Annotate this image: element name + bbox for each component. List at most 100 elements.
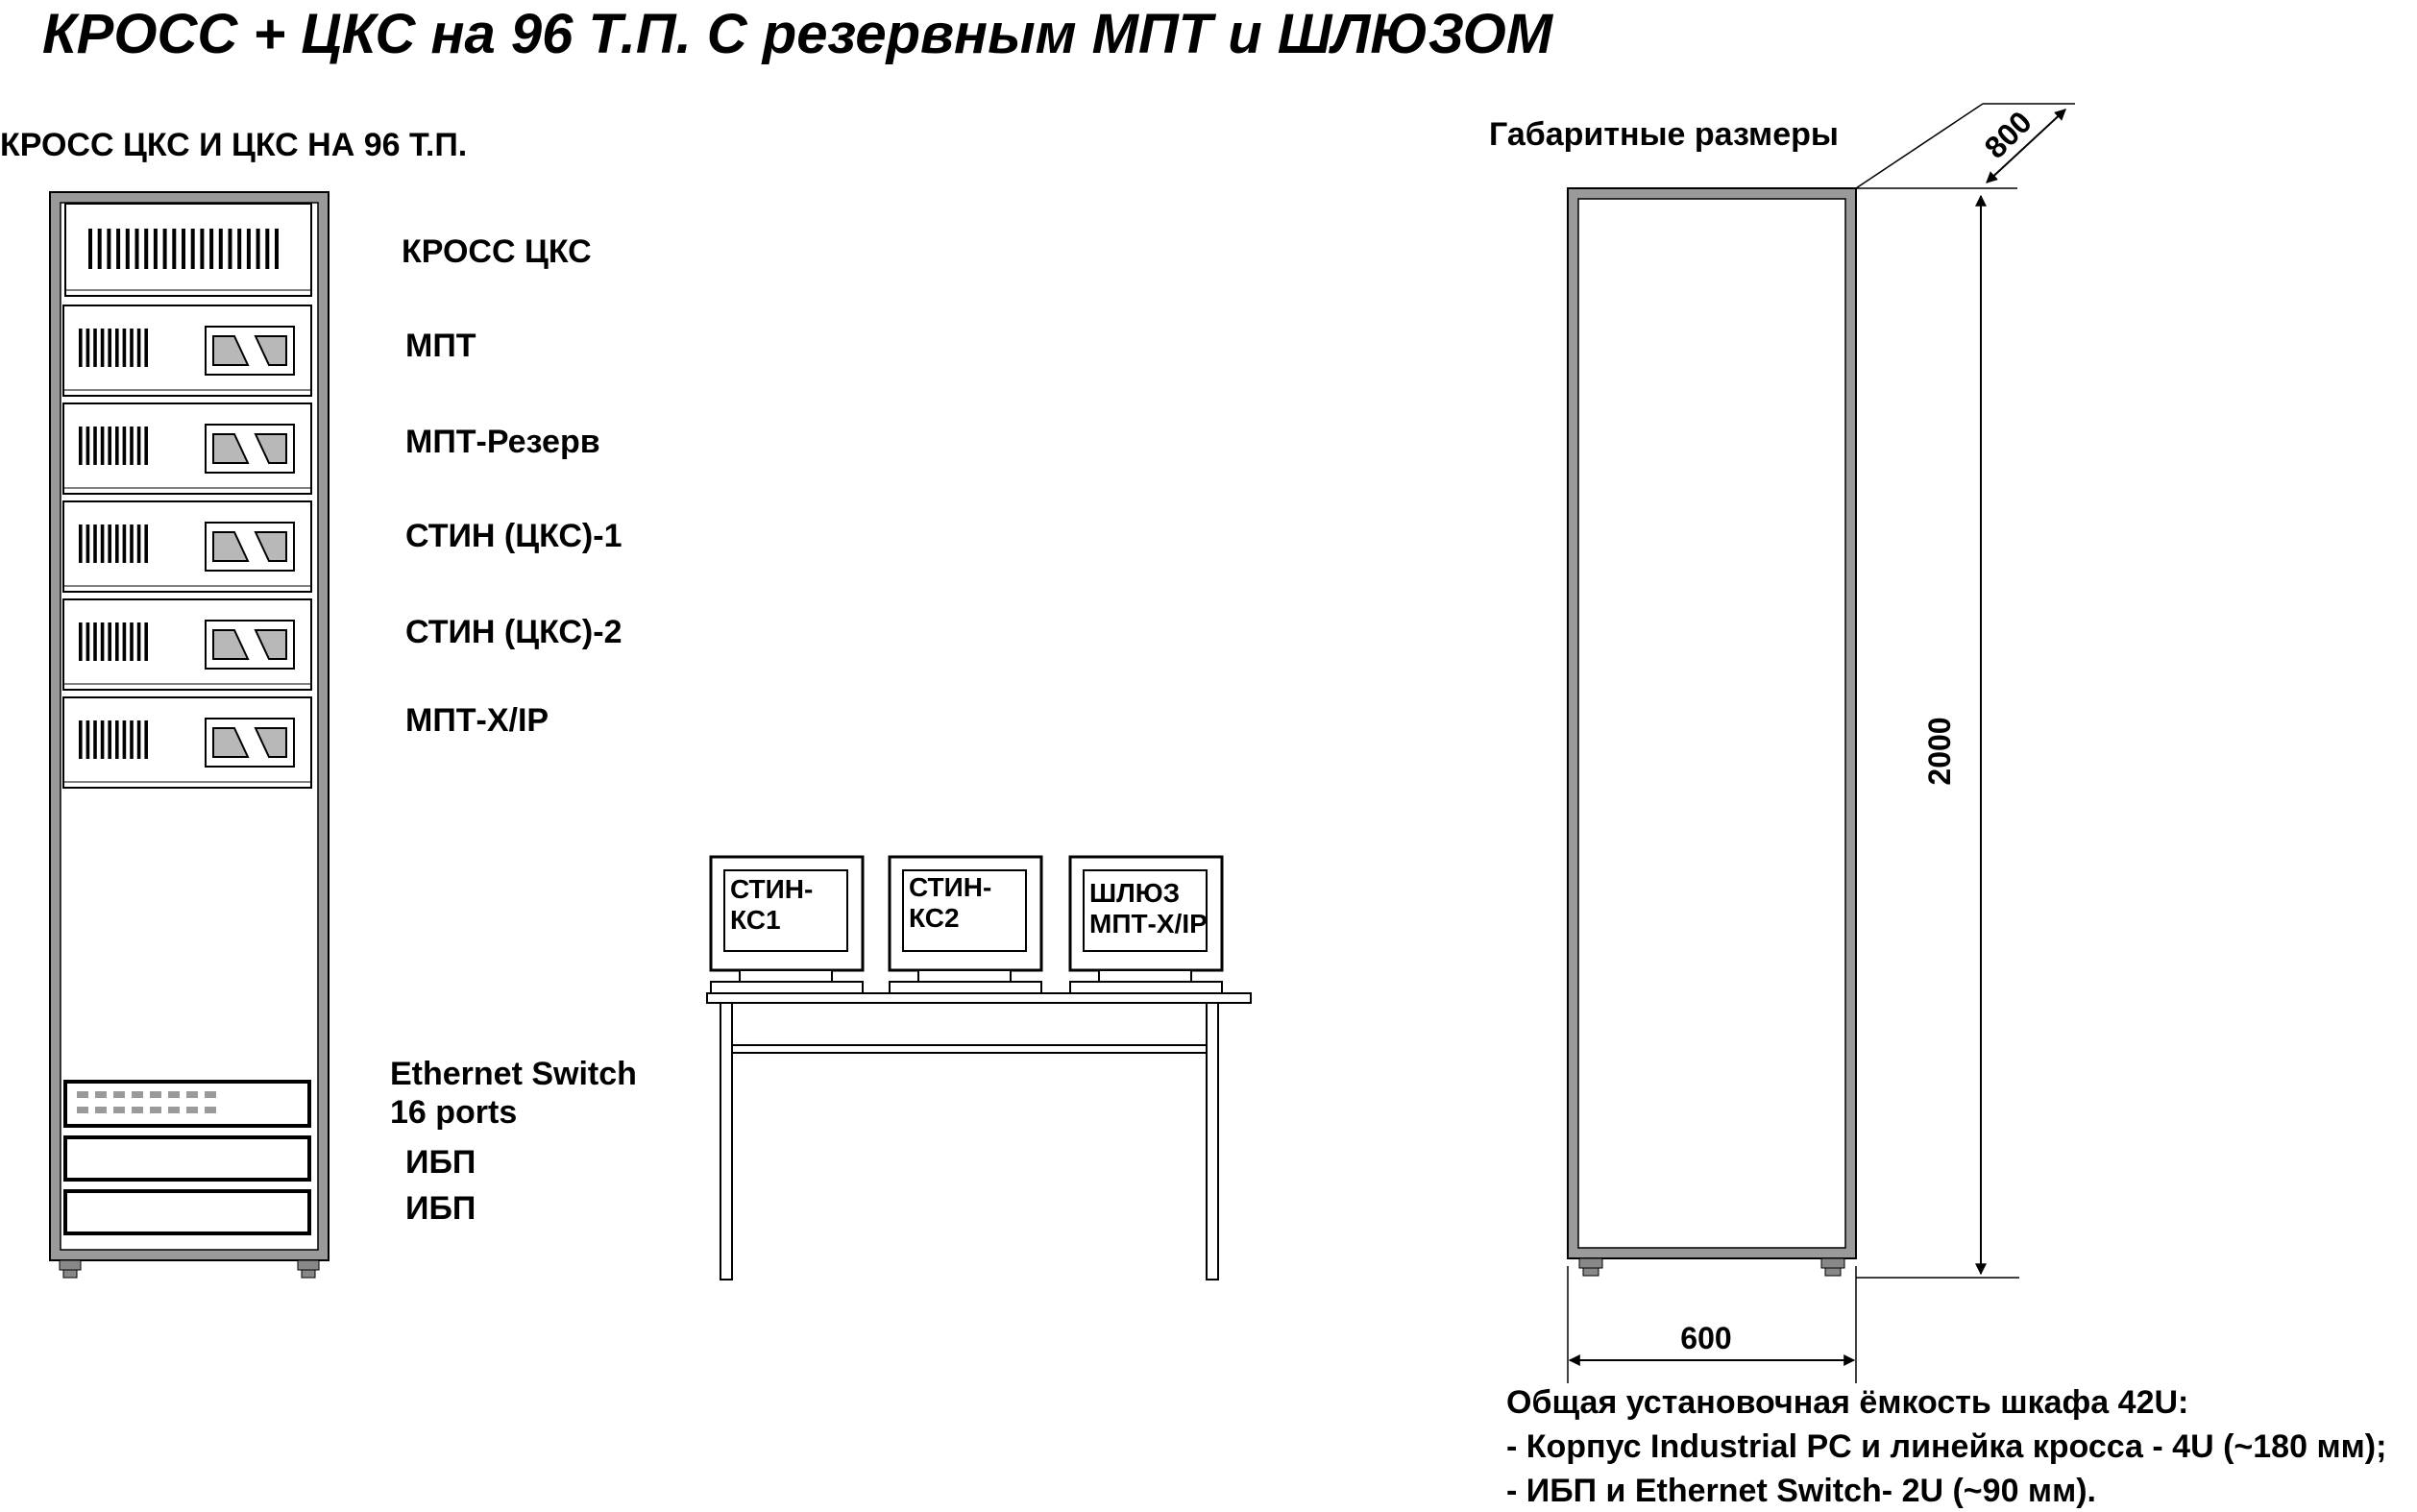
vent-slot <box>153 229 158 269</box>
height-value: 2000 <box>1922 717 1957 785</box>
monitor-3 <box>1068 855 1224 994</box>
vent-slot <box>108 720 111 759</box>
vent-slot <box>100 524 105 563</box>
unit-stin-2 <box>62 598 312 691</box>
vent-slot <box>134 229 139 269</box>
vent-slot <box>93 720 97 759</box>
vent-slot <box>200 229 205 269</box>
vent-slot <box>256 229 260 269</box>
dimension-width <box>1567 1266 1857 1383</box>
ethernet-switch-unit <box>63 1080 311 1128</box>
drive-bay-icon <box>254 727 287 758</box>
vent-slot <box>88 229 92 269</box>
vent-slot <box>136 427 141 465</box>
vent-slot <box>144 329 148 367</box>
unit-stin-1 <box>62 500 312 593</box>
drive-bay-icon <box>212 727 250 758</box>
vent-slot <box>130 427 134 465</box>
note-line-2: - Корпус Industrial PC и линейка кросса … <box>1506 1428 2387 1465</box>
vent-slot <box>108 524 111 563</box>
drive-bay-icon <box>254 433 287 464</box>
vent-slot <box>136 329 141 367</box>
vent-slot <box>144 720 148 759</box>
note-line-1: Общая установочная ёмкость шкафа 42U: <box>1506 1384 2189 1421</box>
rack-left <box>49 191 330 1279</box>
vent-slot <box>125 229 130 269</box>
drive-bay-icon <box>254 629 287 660</box>
drive-bay-icon <box>212 433 250 464</box>
unit-mpt-reserve <box>62 402 312 495</box>
unit-label-cross: КРОСС ЦКС <box>402 233 592 270</box>
vent-slot <box>107 229 111 269</box>
vent-slot <box>85 329 90 367</box>
port-led <box>205 1091 216 1098</box>
rack-heading: КРОСС ЦКС И ЦКС НА 96 Т.П. <box>0 127 468 163</box>
vent-slot <box>136 524 141 563</box>
vent-slot <box>108 329 111 367</box>
port-led <box>168 1107 180 1113</box>
drive-bay-icon <box>212 531 250 562</box>
unit-mpt <box>62 305 312 397</box>
vent-slot <box>79 329 83 367</box>
vent-slot <box>100 329 105 367</box>
drive-bay-icon <box>254 531 287 562</box>
monitor-3-line2: МПТ-X/IP <box>1089 909 1208 939</box>
cross-panel <box>64 203 312 297</box>
vent-slot <box>93 524 97 563</box>
port-led <box>77 1091 88 1098</box>
dimension-depth <box>1855 103 2075 189</box>
vent-slot <box>182 229 185 269</box>
vent-slot <box>108 622 111 661</box>
port-led <box>95 1091 107 1098</box>
vent-slot <box>122 524 127 563</box>
vent-slot <box>79 524 83 563</box>
vent-slot <box>218 229 223 269</box>
vent-slot <box>144 229 149 269</box>
vent-slot <box>108 427 111 465</box>
vent-slot <box>122 720 127 759</box>
unit-label-stin-1: СТИН (ЦКС)-1 <box>405 518 623 554</box>
monitor-3-line1: ШЛЮЗ <box>1089 878 1181 908</box>
vent-slot <box>85 524 90 563</box>
port-led <box>150 1091 161 1098</box>
vent-slot <box>130 720 134 759</box>
vent-slot <box>190 229 195 269</box>
port-led <box>205 1107 216 1113</box>
drive-bay-icon <box>212 335 250 366</box>
unit-label-mpt-reserve: МПТ-Резерв <box>405 424 600 460</box>
vent-slot <box>144 524 148 563</box>
unit-label-mpt: МПТ <box>405 328 476 364</box>
ups-label-2: ИБП <box>405 1190 476 1227</box>
ups-unit-1 <box>63 1135 311 1182</box>
desk <box>706 992 1252 1280</box>
width-value: 600 <box>1680 1321 1731 1355</box>
vent-slot <box>209 229 214 269</box>
vent-slot <box>246 229 251 269</box>
cabinet-outline <box>1567 187 1857 1277</box>
vent-slot <box>122 427 127 465</box>
dimension-height <box>1856 194 2019 1279</box>
port-led <box>150 1107 161 1113</box>
ups-unit-2 <box>63 1189 311 1235</box>
monitor-2-line2: КС2 <box>909 903 960 933</box>
port-led <box>132 1091 143 1098</box>
drive-bay-icon <box>254 335 287 366</box>
monitor-1-line1: СТИН- <box>730 874 814 904</box>
vent-slot <box>93 622 97 661</box>
unit-label-stin-2: СТИН (ЦКС)-2 <box>405 614 623 650</box>
ups-label-1: ИБП <box>405 1144 476 1181</box>
vent-slot <box>115 329 119 367</box>
vent-slot <box>122 622 127 661</box>
switch-label-line1: Ethernet Switch <box>390 1056 637 1092</box>
vent-slot <box>93 329 97 367</box>
port-led <box>77 1107 88 1113</box>
vent-slot <box>162 229 167 269</box>
vent-slot <box>136 622 141 661</box>
monitor-1-line2: КС1 <box>730 905 781 935</box>
depth-value: 800 <box>1978 105 2039 165</box>
port-led <box>186 1091 198 1098</box>
port-led <box>113 1107 125 1113</box>
vent-slot <box>79 427 83 465</box>
vent-slot <box>237 229 242 269</box>
